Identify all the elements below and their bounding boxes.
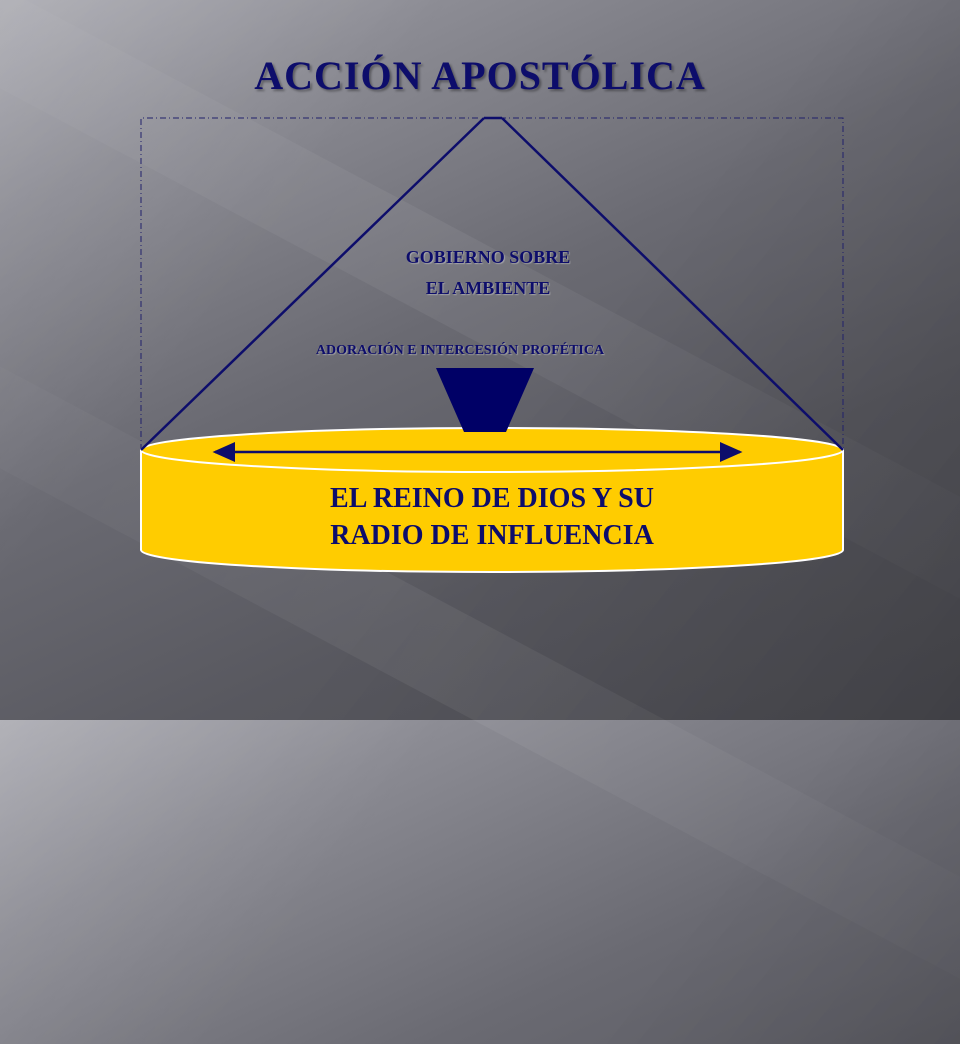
- triangle-left-side: [140, 117, 485, 451]
- cylinder-top: [140, 427, 844, 473]
- diagram-title: ACCIÓN APOSTÓLICA: [254, 53, 706, 98]
- middle-label: ADORACIÓN E INTERCESIÓN PROFÉTICA: [315, 343, 605, 358]
- triangle-right-side: [501, 117, 844, 451]
- diagram-canvas: [140, 116, 844, 573]
- apex-label-line2: EL AMBIENTE: [425, 278, 551, 298]
- dashed-frame: [140, 117, 844, 450]
- base-label-line1: EL REINO DE DIOS Y SU: [330, 483, 654, 514]
- base-label-line2: RADIO DE INFLUENCIA: [330, 520, 654, 551]
- apex-label-line1: GOBIERNO SOBRE: [405, 247, 571, 267]
- funnel-shape: [436, 368, 534, 432]
- cylinder-body: [140, 449, 844, 573]
